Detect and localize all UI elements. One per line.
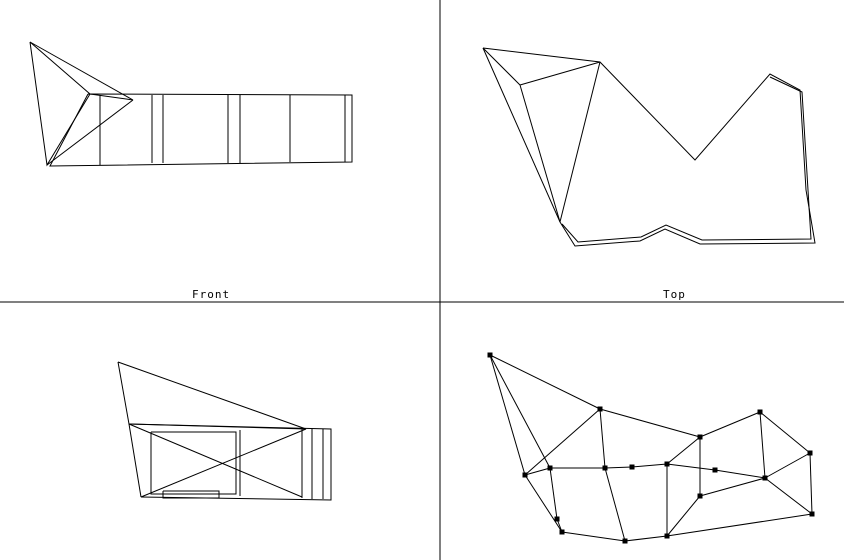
wireframe-line — [46, 99, 134, 166]
vertex-handle[interactable] — [559, 529, 565, 535]
wireframe-edge — [489, 354, 526, 476]
front-viewport[interactable] — [29, 41, 353, 167]
top-viewport[interactable] — [482, 47, 816, 247]
wireframe-edge — [524, 408, 601, 476]
vertex-handle[interactable] — [712, 467, 718, 473]
wireframe-line — [519, 84, 561, 223]
wireframe-edge — [666, 495, 701, 537]
vertex-handle[interactable] — [487, 352, 493, 358]
wireframe-edge — [759, 411, 811, 454]
vertex-handle[interactable] — [547, 465, 553, 471]
wireframe-edge — [624, 535, 668, 542]
perspective-viewport[interactable] — [487, 352, 815, 544]
wireframe-line — [162, 490, 220, 499]
wireframe-line — [140, 428, 307, 498]
wireframe-edge — [561, 531, 626, 542]
wireframe-line — [128, 423, 142, 498]
wireframe-line — [29, 41, 91, 167]
wireframe-edge — [631, 463, 668, 468]
wireframe-edge — [599, 408, 606, 469]
vertex-handle[interactable] — [629, 464, 635, 470]
vertex-handle[interactable] — [522, 472, 528, 478]
wireframe-line — [519, 61, 601, 86]
wireframe-line — [482, 47, 521, 86]
vertex-handle[interactable] — [554, 516, 560, 522]
wireframe-edge — [666, 436, 701, 465]
vertex-handle[interactable] — [697, 493, 703, 499]
wireframe-edge — [524, 467, 551, 476]
wireframe-line — [89, 93, 134, 101]
wireframe-edge — [489, 354, 601, 410]
wireframe-edge — [666, 513, 813, 537]
wireframe-line — [559, 61, 601, 223]
wireframe-edge — [549, 467, 558, 520]
vertex-handle[interactable] — [809, 511, 815, 517]
viewport-label-top: Top — [663, 288, 686, 301]
wireframe-line — [128, 423, 303, 498]
wireframe-edge — [699, 411, 761, 438]
wireframe-line — [49, 93, 353, 167]
wireframe-edge — [489, 354, 551, 469]
vertex-handle[interactable] — [807, 450, 813, 456]
wireframe-edge — [666, 463, 716, 471]
vertex-handle[interactable] — [664, 533, 670, 539]
vertex-handle[interactable] — [597, 406, 603, 412]
side-viewport[interactable] — [117, 361, 332, 501]
viewport-label-front: Front — [192, 288, 231, 301]
vertex-handle[interactable] — [697, 434, 703, 440]
wireframe-line — [482, 47, 816, 247]
wireframe-edge — [524, 474, 563, 533]
wireframe-edge — [599, 408, 701, 438]
vertex-handle[interactable] — [762, 475, 768, 481]
vertex-handle[interactable] — [664, 461, 670, 467]
wireframe-line — [128, 423, 332, 501]
vertex-handle[interactable] — [622, 538, 628, 544]
wireframe-line — [117, 361, 307, 430]
vertex-handle[interactable] — [757, 409, 763, 415]
wireframe-line — [150, 431, 237, 495]
vertex-handle[interactable] — [602, 465, 608, 471]
wireframe-line — [29, 41, 134, 101]
wireframe-edge — [714, 469, 766, 479]
wireframe-edge — [759, 411, 766, 479]
wireframe-edge — [764, 477, 813, 515]
wireframe-line — [561, 76, 812, 243]
wireframe-edge — [604, 466, 633, 469]
wireframe-edge — [604, 467, 626, 542]
wireframe-edge — [809, 452, 813, 515]
wireframe-edge — [699, 477, 766, 497]
wireframe-edge — [764, 452, 811, 479]
